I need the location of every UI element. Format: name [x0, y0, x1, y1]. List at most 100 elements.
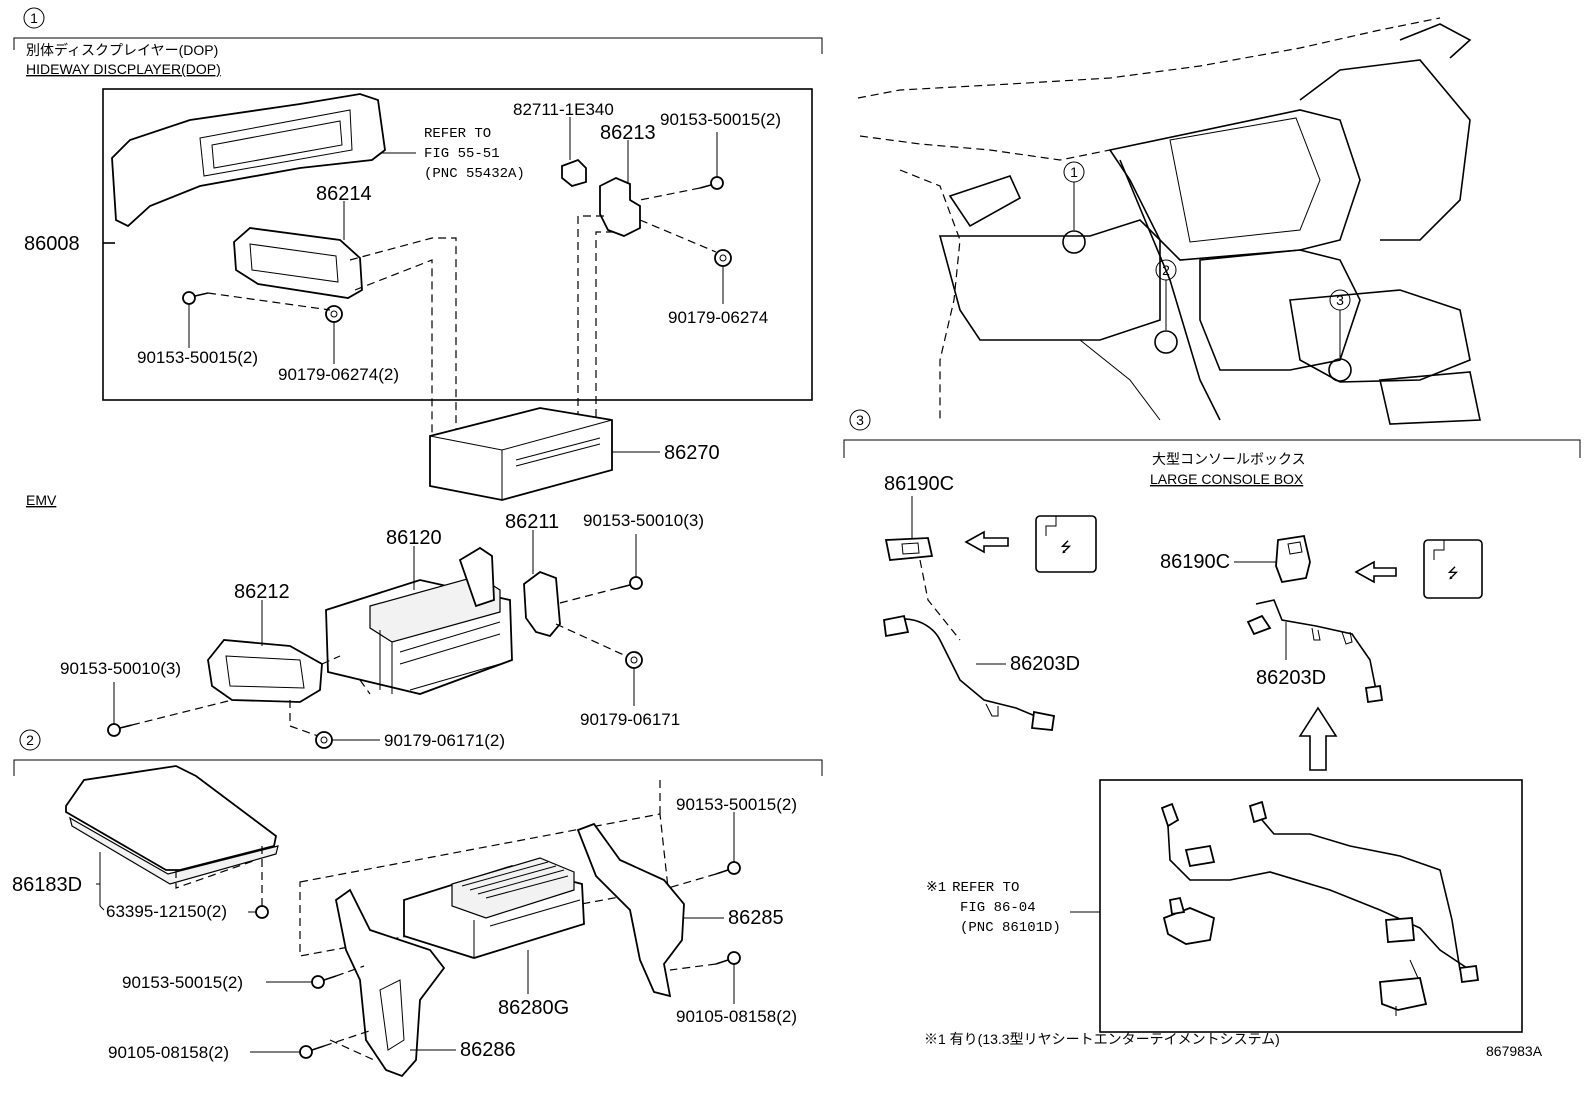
dash-emv-unit-bottom: [359, 679, 371, 695]
section-1-frame: [102, 88, 813, 401]
up-arrow-icon: [1298, 706, 1338, 771]
inset-connector-c: [1184, 844, 1216, 868]
inset-connector-b: [1248, 800, 1268, 824]
overview-spot-2: [1154, 330, 1178, 354]
center-console-lower: [1199, 249, 1361, 371]
nut-left-1-hole: [330, 310, 338, 318]
label-90153-50015-s2l: 90153-50015(2): [122, 973, 243, 992]
center-screen-inner: [1169, 117, 1321, 243]
emv-unit-front: [399, 621, 501, 691]
seat-outline: [1299, 59, 1471, 241]
bracket-86214-detail: [249, 243, 339, 283]
inset-frame: [1099, 779, 1523, 1033]
dash-dashboard-mid: [859, 135, 1111, 161]
bracket-86214: [233, 227, 363, 299]
usb-icon-box-left: [1035, 515, 1097, 573]
label-86203D-right: 86203D: [1256, 667, 1326, 689]
screw-right-1: [710, 176, 724, 190]
disc-player-86270: 86270: [429, 407, 720, 501]
usb-icon-left: ⭍: [1060, 539, 1072, 555]
label-82711: 82711-1E340: [513, 100, 614, 119]
label-86211: 86211: [505, 511, 559, 533]
screw-s2-right: [727, 861, 741, 875]
label-90179-06171-2: 90179-06171(2): [384, 731, 505, 750]
usb-icon-right: ⭍: [1447, 565, 1459, 581]
refer-line3: (PNC 55432A): [424, 166, 525, 182]
screw-s2-left: [311, 975, 325, 989]
dash-screw-right: [639, 187, 701, 201]
harness-right-connector-b: [1364, 684, 1384, 704]
screw-s2-left-2: [299, 1045, 313, 1059]
center-console-screen: [1108, 109, 1361, 261]
harness-left-connector-a: [883, 614, 910, 638]
label-90153-50015-right: 90153-50015(2): [660, 110, 781, 129]
refer86-line1-text: REFER TO: [952, 880, 1019, 896]
label-86213: 86213: [600, 122, 656, 144]
overview-spot-3: [1328, 358, 1352, 382]
section-3-bracket: [843, 439, 1581, 458]
bracket-86213: [599, 177, 641, 237]
vehicle-overview: 1 2 3: [857, 17, 1481, 425]
label-86190C-left: 86190C: [884, 473, 954, 495]
screw-left-1: [182, 291, 196, 305]
nut-emv-right-hole: [630, 656, 638, 664]
refer-line2: FIG 55-51: [424, 146, 500, 162]
amp-86280G-fins: [451, 857, 575, 919]
section-1-marker: 1: [30, 10, 38, 26]
dash-s2-screw-right: [667, 873, 717, 889]
armrest: [1289, 289, 1471, 383]
emv-label: EMV: [26, 492, 57, 508]
overview-marker-1: 1: [1070, 164, 1078, 180]
label-86008: 86008: [24, 233, 80, 255]
label-90153-50015-s2r: 90153-50015(2): [676, 795, 797, 814]
screw-left-1-shaft: [194, 292, 209, 297]
emv-unit-tab: [458, 546, 495, 608]
inset-connector-f: [1379, 977, 1428, 1011]
bracket-86286: [335, 888, 446, 1078]
label-86120: 86120: [386, 527, 442, 549]
inset-connector-a: [1160, 802, 1180, 828]
dash-lid: [175, 859, 257, 889]
dash-s2-screw-left: [335, 965, 365, 977]
footnote: ※1 有り(13.3型リヤシートエンターテイメントシステム): [924, 1031, 1280, 1047]
usb-icon-box-right-notch: [1433, 540, 1445, 560]
nut-right-1: [714, 249, 732, 267]
usb-port-left-slot: [901, 542, 920, 555]
dash-s2-screw-left-2: [323, 1029, 375, 1061]
section-1-title-en: HIDEWAY DISCPLAYER(DOP): [26, 61, 221, 77]
lid-86183D-edge: [69, 816, 279, 885]
overview-marker-2: 2: [1162, 262, 1170, 278]
dash-86213-a: [577, 215, 604, 430]
dash-screw-left: [207, 292, 331, 311]
disc-player-slot2: [515, 443, 601, 467]
nut-emv-left-hole: [320, 736, 328, 744]
console-box: [1379, 371, 1481, 425]
nut-emv-left: [315, 731, 333, 749]
label-90153-50015-left: 90153-50015(2): [137, 348, 258, 367]
screw-right-1-shaft: [699, 184, 712, 189]
harness-right-connector-a: [1246, 614, 1272, 636]
section-2-marker-circle: [19, 729, 41, 751]
label-86285: 86285: [728, 907, 784, 929]
harness-86203D-right: [1255, 599, 1377, 691]
usb-icon-box-left-notch: [1045, 516, 1057, 536]
amp-86280G-fin-lines: [461, 861, 569, 899]
screw-s2-left-shaft: [323, 975, 337, 981]
screw-s2-right-2: [727, 951, 741, 965]
bracket-86211: [523, 570, 561, 638]
dash-emv-nut-right: [555, 623, 627, 657]
section-3-title-jp: 大型コンソールボックス: [1152, 451, 1306, 467]
dash-emv-screw-right: [555, 587, 619, 605]
label-86270: 86270: [664, 442, 720, 464]
usb-icon-box-right: [1423, 539, 1483, 599]
section-1-bracket: [13, 37, 823, 54]
label-90105-08158-left: 90105-08158(2): [108, 1043, 229, 1062]
screw-emv-left: [107, 723, 121, 737]
screw-s2-right-shaft: [715, 869, 729, 875]
leader-63395-a: [99, 905, 105, 911]
section-2-bracket: [13, 759, 823, 776]
inset-harness-branch: [1253, 807, 1461, 971]
screw-emv-left-shaft: [119, 724, 133, 729]
bracket-86285: [576, 822, 685, 998]
